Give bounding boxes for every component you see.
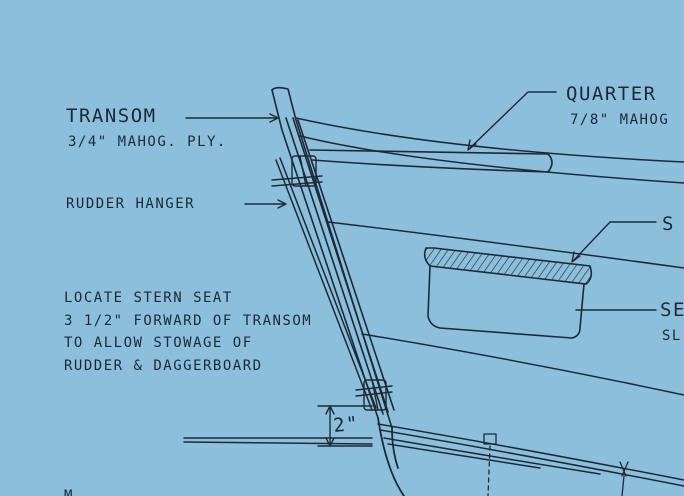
seat-label-b-1: SE xyxy=(660,299,684,321)
leader-lines xyxy=(185,91,657,311)
keel-planking xyxy=(183,423,684,487)
gudgeon-upper xyxy=(271,155,323,187)
quarter-knee xyxy=(309,149,553,173)
transom-title: TRANSOM xyxy=(66,105,157,127)
dimension-label: 2" xyxy=(332,412,360,437)
bottom-fittings xyxy=(483,433,629,496)
note-line-1: LOCATE STERN SEAT xyxy=(64,290,233,306)
note-line-2: 3 1/2" FORWARD OF TRANSOM xyxy=(64,313,312,329)
seat-label-b-2: SL xyxy=(662,328,682,344)
hull-lines xyxy=(295,117,684,396)
stern-seat xyxy=(423,247,593,339)
transom-spec: 3/4" MAHOG. PLY. xyxy=(68,134,227,150)
note-line-3: TO ALLOW STOWAGE OF xyxy=(64,335,253,351)
seat-label-a: S xyxy=(662,213,675,235)
gudgeon-lower xyxy=(355,379,393,411)
rudder-hanger-label: RUDDER HANGER xyxy=(66,196,195,212)
bottom-partial-text: M xyxy=(64,488,74,496)
quarter-title: QUARTER xyxy=(566,83,657,105)
rudder-hanger-rod xyxy=(275,157,377,411)
note-line-4: RUDDER & DAGGERBOARD xyxy=(64,358,263,374)
dimension-marker xyxy=(317,405,373,447)
quarter-spec: 7/8" MAHOG xyxy=(570,112,669,128)
transom-board xyxy=(271,86,395,429)
